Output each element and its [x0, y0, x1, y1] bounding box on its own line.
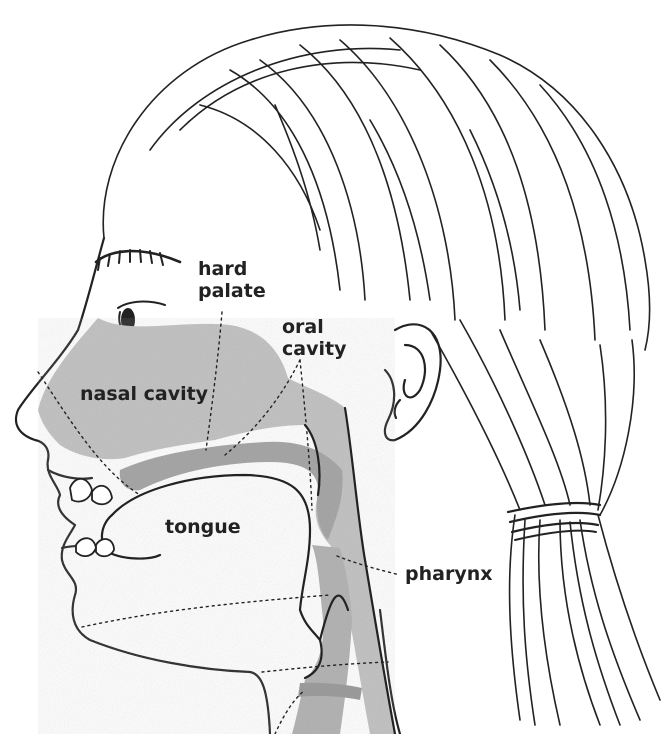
label-tongue: tongue [165, 516, 241, 538]
label-oral-cavity: oral cavity [282, 316, 346, 360]
label-pharynx: pharynx [405, 563, 493, 585]
label-hard-palate: hard palate [198, 258, 266, 302]
pharynx-shape [292, 545, 352, 734]
label-nasal-cavity: nasal cavity [80, 383, 208, 405]
ear [385, 324, 441, 440]
teeth [70, 479, 114, 556]
